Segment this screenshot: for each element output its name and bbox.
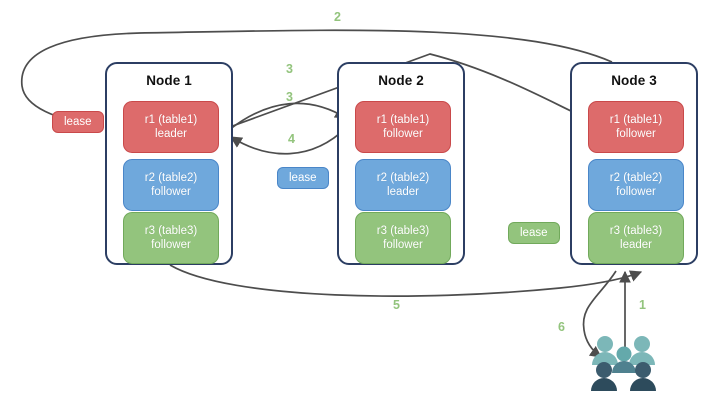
step-label-1: 1 [639,298,646,312]
node-box-node2[interactable]: Node 2 r1 (table1) follower r2 (table2) … [337,62,465,265]
replica-name: r2 (table2) [609,172,663,184]
step-label-4: 4 [288,132,295,146]
replica-role: leader [620,239,652,251]
replica-r1[interactable]: r1 (table1) follower [588,101,684,153]
replica-r2[interactable]: r2 (table2) leader [355,159,451,211]
step-label-5: 5 [393,298,400,312]
replica-r2[interactable]: r2 (table2) follower [123,159,219,211]
users-icon [591,336,656,391]
replica-r1[interactable]: r1 (table1) leader [123,101,219,153]
replica-r1[interactable]: r1 (table1) follower [355,101,451,153]
replica-role: follower [151,186,191,198]
replica-role: follower [151,239,191,251]
replica-role: follower [383,239,423,251]
node-title: Node 3 [611,73,657,88]
replica-name: r3 (table3) [609,225,663,237]
replica-r3[interactable]: r3 (table3) leader [588,212,684,264]
replica-name: r2 (table2) [376,172,430,184]
replica-role: follower [616,186,656,198]
step-label-3b: 3 [286,90,293,104]
replica-name: r1 (table1) [144,114,198,126]
lease-badge-red[interactable]: lease [52,111,104,133]
lease-badge-blue[interactable]: lease [277,167,329,189]
replica-role: follower [383,128,423,140]
replica-name: r3 (table3) [144,225,198,237]
step-label-2: 2 [334,10,341,24]
replica-r3[interactable]: r3 (table3) follower [123,212,219,264]
replica-role: follower [616,128,656,140]
replica-name: r2 (table2) [144,172,198,184]
node-title: Node 2 [378,73,424,88]
node-title: Node 1 [146,73,192,88]
replica-role: leader [387,186,419,198]
replica-r3[interactable]: r3 (table3) follower [355,212,451,264]
replica-role: leader [155,128,187,140]
lease-label: lease [289,172,317,184]
step-label-6: 6 [558,320,565,334]
node-box-node1[interactable]: Node 1 r1 (table1) leader r2 (table2) fo… [105,62,233,265]
lease-badge-green[interactable]: lease [508,222,560,244]
replica-name: r1 (table1) [609,114,663,126]
lease-label: lease [520,227,548,239]
node-box-node3[interactable]: Node 3 r1 (table1) follower r2 (table2) … [570,62,698,265]
replica-name: r3 (table3) [376,225,430,237]
lease-label: lease [64,116,92,128]
step-label-3a: 3 [286,62,293,76]
edge-step-3-lower [228,102,348,131]
edge-step-5 [169,264,643,297]
replica-name: r1 (table1) [376,114,430,126]
replica-r2[interactable]: r2 (table2) follower [588,159,684,211]
